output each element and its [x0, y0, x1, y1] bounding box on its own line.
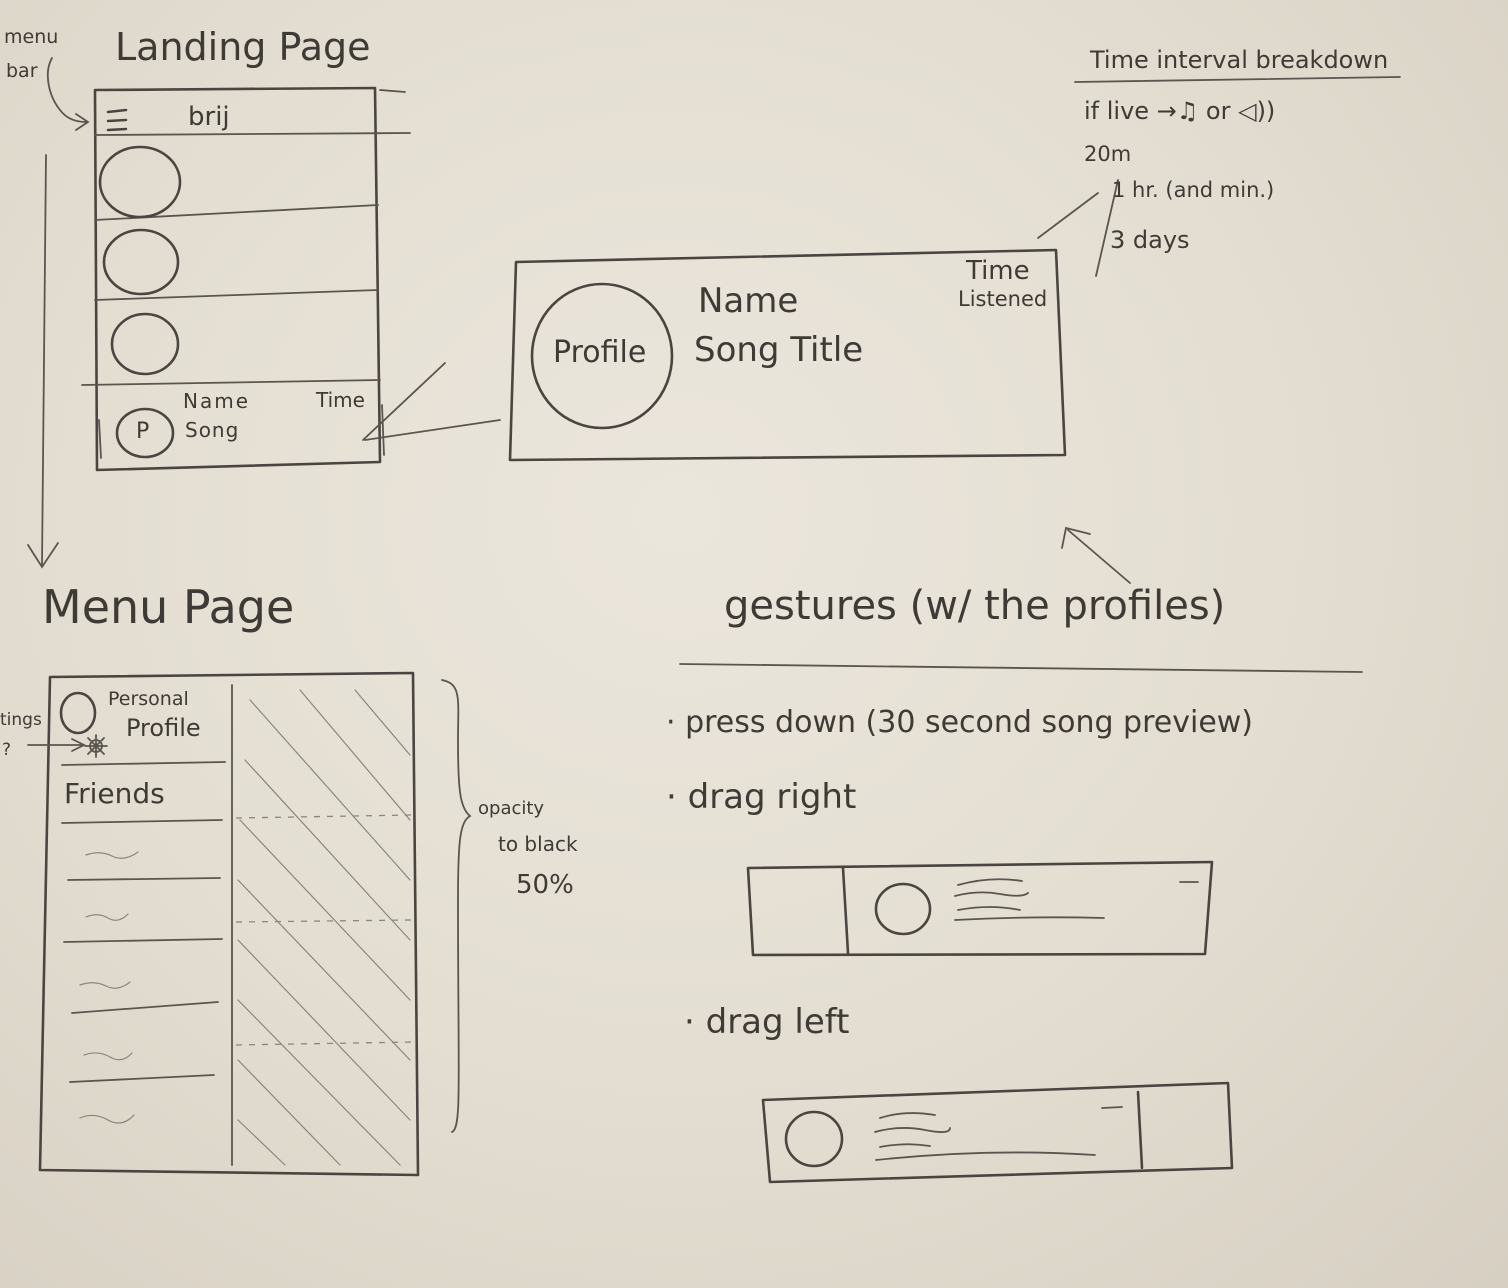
detail-song-title: Song Title — [694, 330, 864, 370]
landing-row-name: Name — [183, 389, 251, 413]
landing-row-song: Song — [185, 418, 240, 442]
menu-friends: Friends — [64, 777, 165, 810]
gestures-title: gestures (w/ the profiles) — [724, 583, 1226, 629]
opacity-note-line3: 50% — [516, 870, 574, 900]
interval-item-20m: 20m — [1084, 142, 1132, 166]
detail-name: Name — [698, 281, 799, 321]
gesture-drag-right: · drag right — [666, 777, 857, 817]
landing-wireframe — [27, 57, 411, 569]
landing-app-name: brij — [188, 102, 230, 132]
detail-listened-label: Listened — [958, 287, 1048, 311]
opacity-note-line2: to black — [498, 832, 578, 856]
gestures-sketch — [679, 526, 1363, 1184]
detail-profile-label: Profile — [553, 335, 647, 370]
menu-bar-note-line2: bar — [6, 60, 38, 82]
menu-wireframe — [27, 671, 472, 1177]
overlay-hatching — [235, 689, 415, 1166]
interval-item-1hr: 1 hr. (and min.) — [1112, 178, 1275, 202]
interval-item-3days: 3 days — [1110, 226, 1190, 254]
landing-row-avatar: P — [136, 419, 150, 444]
opacity-note-line1: opacity — [478, 798, 545, 819]
interval-item-live: if live →♫ or ◁)) — [1084, 97, 1276, 125]
settings-note-line2: ? — [2, 740, 12, 760]
menu-bar-note-line1: menu — [4, 26, 59, 48]
hamburger-icon — [106, 108, 128, 132]
detail-card-sketch — [508, 248, 1067, 462]
menu-personal-line1: Personal — [108, 688, 189, 710]
landing-page-title: Landing Page — [115, 25, 371, 69]
interval-title: Time interval breakdown — [1090, 46, 1389, 74]
interval-connector — [1037, 76, 1401, 277]
gear-icon — [84, 734, 108, 758]
menu-personal-line2: Profile — [126, 714, 201, 742]
menu-page-title: Menu Page — [42, 580, 295, 634]
settings-note-line1: tings — [0, 710, 42, 730]
detail-arrow — [362, 362, 501, 441]
gesture-drag-left: · drag left — [684, 1002, 850, 1042]
gesture-press-down: · press down (30 second song preview) — [666, 705, 1254, 740]
detail-time-label: Time — [966, 256, 1030, 286]
landing-row-time: Time — [316, 388, 365, 412]
